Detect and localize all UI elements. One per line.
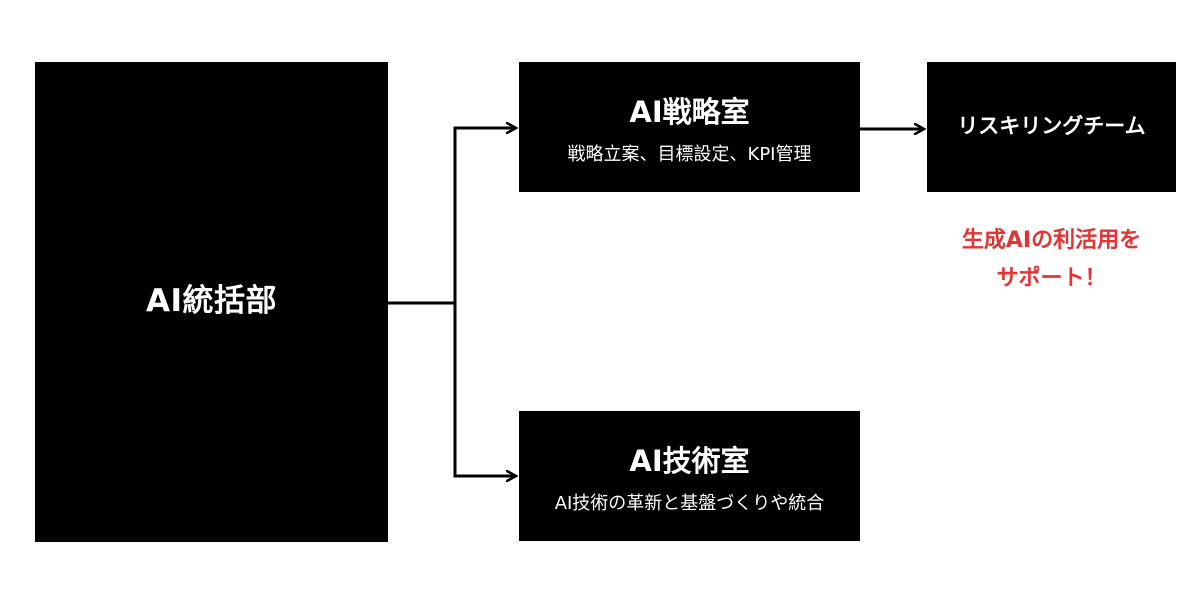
ai-headquarters-title: AI統括部 bbox=[145, 283, 278, 320]
ai-technology-office-box: AI技術室 AI技術の革新と基盤づくりや統合 bbox=[519, 411, 860, 541]
ai-technology-office-title: AI技術室 bbox=[629, 443, 750, 478]
reskilling-team-box: リスキリングチーム bbox=[927, 62, 1176, 192]
ai-strategy-office-title: AI戦略室 bbox=[629, 94, 750, 129]
reskilling-team-title: リスキリングチーム bbox=[957, 114, 1146, 139]
support-note-line-1: 生成AIの利活用を bbox=[961, 228, 1142, 253]
support-note: 生成AIの利活用を サポート！ bbox=[927, 222, 1176, 298]
ai-technology-office-description: AI技術の革新と基盤づくりや統合 bbox=[554, 492, 825, 514]
ai-strategy-office-description: 戦略立案、目標設定、KPI管理 bbox=[567, 143, 812, 165]
ai-headquarters-box: AI統括部 bbox=[35, 62, 388, 542]
ai-strategy-office-box: AI戦略室 戦略立案、目標設定、KPI管理 bbox=[519, 62, 860, 192]
support-note-line-2: サポート！ bbox=[996, 266, 1107, 291]
